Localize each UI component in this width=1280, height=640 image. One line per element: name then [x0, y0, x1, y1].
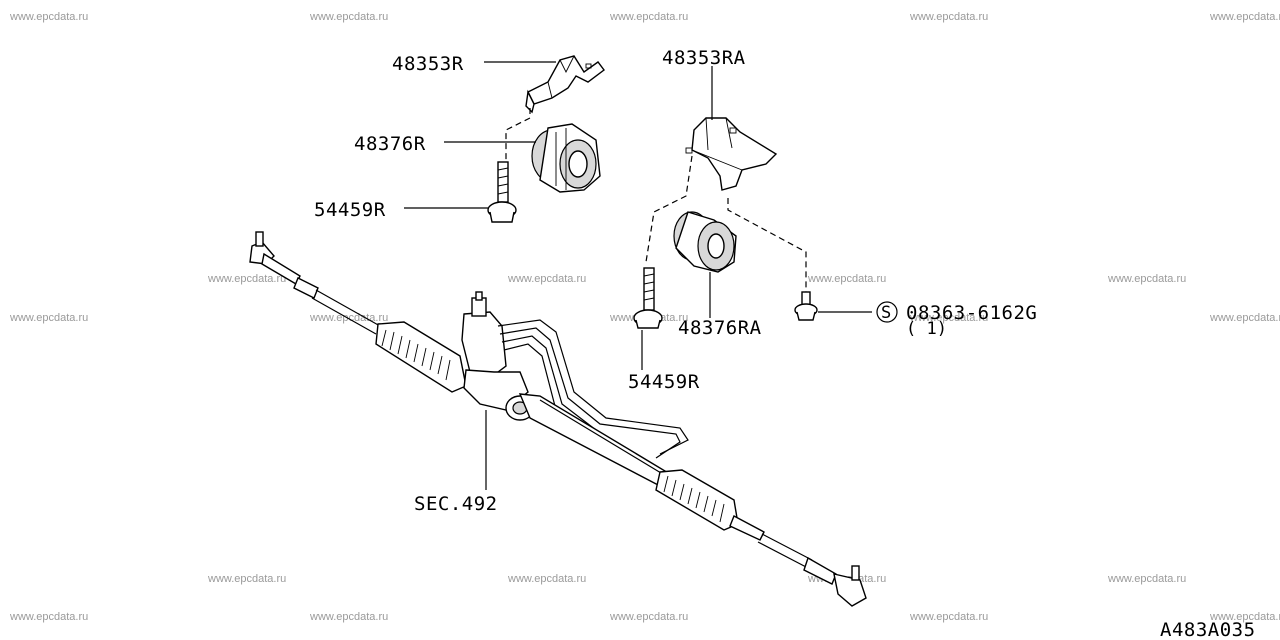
s-symbol: S: [881, 303, 891, 323]
watermark-text: www.epcdata.ru: [909, 11, 988, 23]
watermark-text: www.epcdata.ru: [507, 273, 586, 285]
label-08363-6162g[interactable]: 08363-6162G: [906, 302, 1037, 324]
watermark-text: www.epcdata.ru: [207, 273, 286, 285]
diagram-code: A483A035: [1160, 619, 1256, 640]
watermark-text: www.epcdata.ru: [909, 312, 988, 324]
watermark-text: www.epcdata.ru: [609, 611, 688, 623]
steering-rack-assembly[interactable]: [249, 231, 867, 607]
gear-housing: [461, 311, 507, 379]
watermark-text: www.epcdata.ru: [1209, 611, 1280, 623]
label-sec-492[interactable]: SEC.492: [414, 493, 498, 515]
label-48353r[interactable]: 48353R: [392, 53, 464, 75]
boot-left: [375, 321, 467, 393]
watermark-text: www.epcdata.ru: [309, 11, 388, 23]
watermark-text: www.epcdata.ru: [1107, 273, 1186, 285]
watermark-text: www.epcdata.ru: [1209, 312, 1280, 324]
label-48353ra[interactable]: 48353RA: [662, 47, 746, 69]
bushing-48376r[interactable]: [531, 123, 601, 193]
screw-08363-6162g[interactable]: [794, 291, 818, 321]
watermark-text: www.epcdata.ru: [9, 312, 88, 324]
watermark-text: www.epcdata.ru: [9, 611, 88, 623]
s-symbol-circle: [876, 301, 898, 323]
watermark-text: www.epcdata.ru: [207, 573, 286, 585]
watermark-text: www.epcdata.ru: [807, 273, 886, 285]
label-48376ra[interactable]: 48376RA: [678, 317, 762, 339]
bolt-54459r-left[interactable]: [487, 161, 517, 223]
label-54459r-right[interactable]: 54459R: [628, 371, 700, 393]
boot-right: [655, 469, 739, 531]
bracket-48353ra[interactable]: [685, 117, 778, 191]
bolt-54459r-right[interactable]: [633, 267, 663, 329]
watermark-text: www.epcdata.ru: [909, 611, 988, 623]
watermark-text: www.epcdata.ru: [1107, 573, 1186, 585]
label-screw-qty: ( 1): [906, 319, 947, 339]
dashed-mount-left: [505, 108, 531, 162]
bushing-48376ra[interactable]: [673, 211, 737, 273]
watermark-text: www.epcdata.ru: [507, 573, 586, 585]
watermark-layer: www.epcdata.ru www.epcdata.ru www.epcdata.…: [9, 11, 1280, 623]
label-48376r[interactable]: 48376R: [354, 133, 426, 155]
label-54459r-left[interactable]: 54459R: [314, 199, 386, 221]
dashed-mount-right-a: [645, 155, 693, 263]
bracket-48353r[interactable]: [525, 55, 605, 114]
watermark-text: www.epcdata.ru: [609, 11, 688, 23]
watermark-text: www.epcdata.ru: [1209, 11, 1280, 23]
watermark-text: www.epcdata.ru: [309, 611, 388, 623]
dashed-mount-right-b: [727, 198, 807, 292]
watermark-text: www.epcdata.ru: [9, 11, 88, 23]
rack-tube: [518, 393, 672, 487]
